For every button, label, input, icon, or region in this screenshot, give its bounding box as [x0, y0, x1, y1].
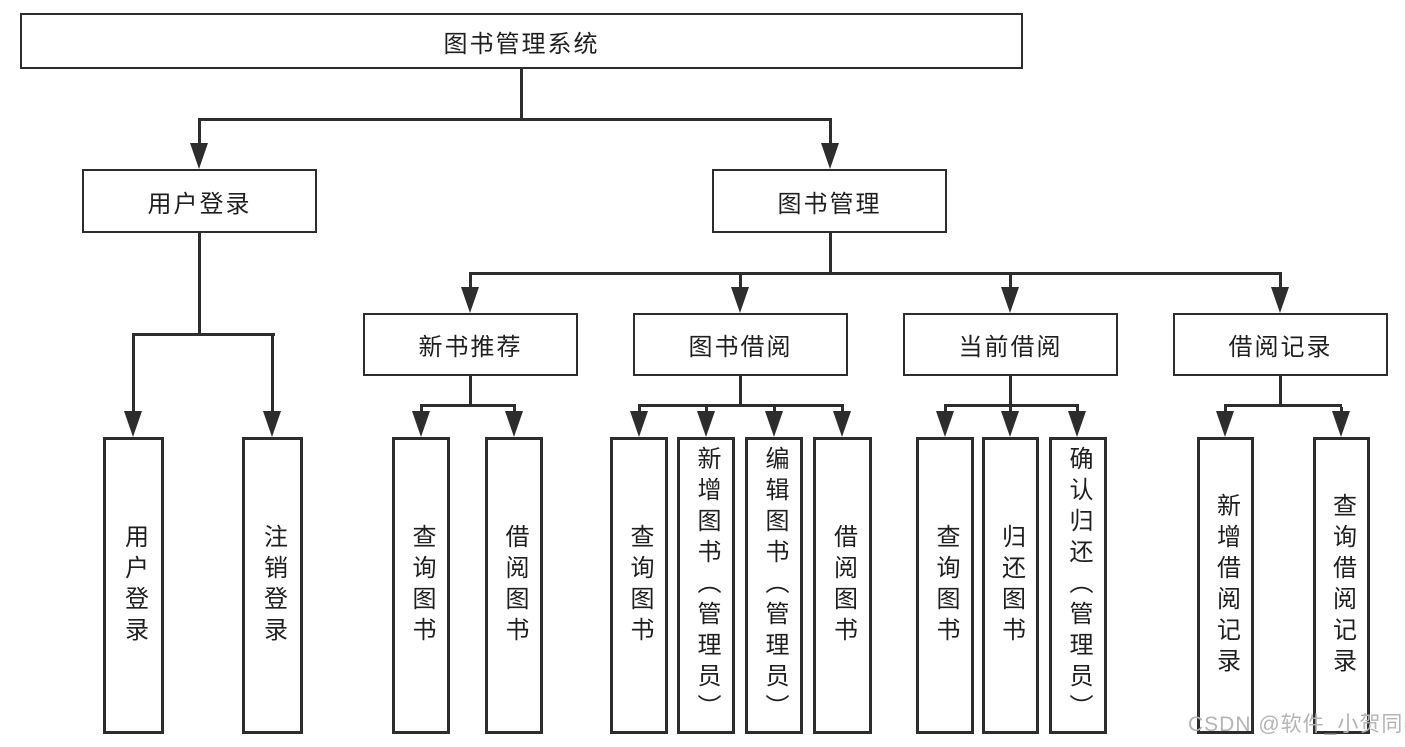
connector-bb-add-drop — [705, 407, 708, 413]
connector-borrow-records-split — [1224, 404, 1342, 407]
leaf-cb-query-books-label: 查询图书 — [932, 523, 959, 648]
arrowhead-leaf-logout — [263, 411, 281, 437]
node-current-borrow-label: 当前借阅 — [958, 334, 1063, 361]
connector-new-book-split — [420, 404, 516, 407]
leaf-logout: 注销登录 — [242, 437, 303, 734]
node-borrow-records: 借阅记录 — [1173, 313, 1388, 376]
connector-new-book-stem — [469, 376, 472, 407]
node-user-login-label: 用户登录 — [147, 190, 252, 218]
leaf-user-login: 用户登录 — [103, 437, 164, 734]
leaf-bb-edit-books-label: 编辑图书（管理员） — [761, 446, 788, 725]
leaf-br-add-record: 新增借阅记录 — [1197, 437, 1254, 734]
leaf-bb-query-books-label: 查询图书 — [626, 523, 653, 648]
connector-book-borrow-drop — [739, 275, 742, 287]
arrowhead-current-borrow — [1001, 287, 1019, 313]
node-new-book-rec: 新书推荐 — [363, 313, 578, 376]
csdn-watermark: CSDN @软件_小贺同学 — [1188, 713, 1405, 736]
connector-book-mgmt-drop — [829, 121, 832, 145]
leaf-cb-confirm-return-label: 确认归还（管理员） — [1065, 446, 1092, 725]
arrowhead-bb-borrow — [833, 411, 851, 437]
connector-book-mgmt-stem — [829, 233, 832, 275]
leaf-bb-edit-books: 编辑图书（管理员） — [745, 437, 803, 734]
leaf-bb-borrow-books-label: 借阅图书 — [829, 523, 857, 648]
arrowhead-br-add — [1216, 411, 1234, 437]
arrowhead-bb-add — [697, 411, 715, 437]
leaf-br-query-record-label: 查询借阅记录 — [1328, 492, 1356, 679]
leaf-cb-return-books-label: 归还图书 — [997, 523, 1025, 648]
node-user-login: 用户登录 — [82, 169, 317, 233]
connector-bb-edit-drop — [773, 407, 776, 413]
connector-br-add-drop — [1224, 407, 1227, 413]
leaf-logout-label: 注销登录 — [259, 523, 287, 648]
connector-br-query-drop — [1340, 407, 1343, 413]
arrowhead-bb-query — [630, 411, 648, 437]
arrowhead-borrow-records — [1271, 287, 1289, 313]
leaf-nb-query-books-label: 查询图书 — [408, 523, 435, 648]
connector-bb-borrow-drop — [841, 407, 844, 413]
arrowhead-cb-return — [1001, 411, 1019, 437]
arrowhead-br-query — [1332, 411, 1350, 437]
node-book-borrow: 图书借阅 — [633, 313, 848, 376]
arrowhead-user-login — [190, 143, 208, 169]
leaf-nb-borrow-books-label: 借阅图书 — [501, 523, 528, 648]
arrowhead-book-mgmt — [821, 143, 839, 169]
connector-book-mgmt-split — [469, 272, 1282, 275]
connector-cb-query-drop — [944, 407, 947, 413]
leaf-br-add-record-label: 新增借阅记录 — [1212, 492, 1240, 679]
arrowhead-cb-query — [936, 411, 954, 437]
node-book-mgmt-label: 图书管理 — [777, 190, 882, 218]
connector-cb-confirm-drop — [1076, 407, 1079, 413]
leaf-bb-borrow-books: 借阅图书 — [813, 437, 872, 734]
leaf-br-query-record: 查询借阅记录 — [1313, 437, 1370, 734]
arrowhead-bb-edit — [765, 411, 783, 437]
connector-leaf-login-drop — [132, 336, 135, 411]
connector-borrow-records-stem — [1279, 376, 1282, 407]
leaf-bb-add-books-label: 新增图书（管理员） — [693, 446, 720, 725]
arrowhead-book-borrow — [731, 287, 749, 313]
connector-cb-return-drop — [1009, 407, 1012, 413]
connector-book-borrow-stem — [739, 376, 742, 407]
connector-nb-query-drop — [420, 407, 423, 413]
leaf-bb-query-books: 查询图书 — [610, 437, 668, 734]
leaf-cb-query-books: 查询图书 — [916, 437, 974, 734]
leaf-nb-query-books: 查询图书 — [392, 437, 450, 734]
leaf-bb-add-books: 新增图书（管理员） — [677, 437, 735, 734]
arrowhead-leaf-login — [124, 411, 142, 437]
arrowhead-nb-query — [412, 411, 430, 437]
leaf-cb-return-books: 归还图书 — [982, 437, 1039, 734]
leaf-user-login-label: 用户登录 — [120, 523, 148, 648]
arrowhead-cb-confirm — [1068, 411, 1086, 437]
connector-borrow-records-drop — [1279, 275, 1282, 287]
node-borrow-records-label: 借阅记录 — [1228, 334, 1333, 361]
connector-new-book-drop — [469, 275, 472, 287]
connector-leaf-logout-drop — [271, 336, 274, 411]
connector-user-login-split — [132, 333, 275, 336]
arrowhead-nb-borrow — [505, 411, 523, 437]
leaf-cb-confirm-return: 确认归还（管理员） — [1049, 437, 1107, 734]
connector-user-login-drop — [198, 121, 201, 145]
connector-current-borrow-drop — [1009, 275, 1012, 287]
connector-book-borrow-split — [638, 404, 844, 407]
node-book-mgmt: 图书管理 — [712, 169, 947, 233]
node-new-book-rec-label: 新书推荐 — [418, 334, 523, 361]
connector-bb-query-drop — [638, 407, 641, 413]
leaf-nb-borrow-books: 借阅图书 — [485, 437, 543, 734]
node-root-label: 图书管理系统 — [443, 30, 600, 58]
connector-nb-borrow-drop — [513, 407, 516, 413]
node-root: 图书管理系统 — [20, 13, 1023, 69]
connector-user-login-stem — [198, 233, 201, 336]
node-current-borrow: 当前借阅 — [903, 313, 1118, 376]
node-book-borrow-label: 图书借阅 — [688, 334, 793, 361]
connector-current-borrow-split — [944, 404, 1079, 407]
arrowhead-new-book — [461, 287, 479, 313]
connector-root-split — [198, 118, 832, 121]
connector-root-stem — [520, 69, 523, 121]
connector-current-borrow-stem — [1009, 376, 1012, 407]
